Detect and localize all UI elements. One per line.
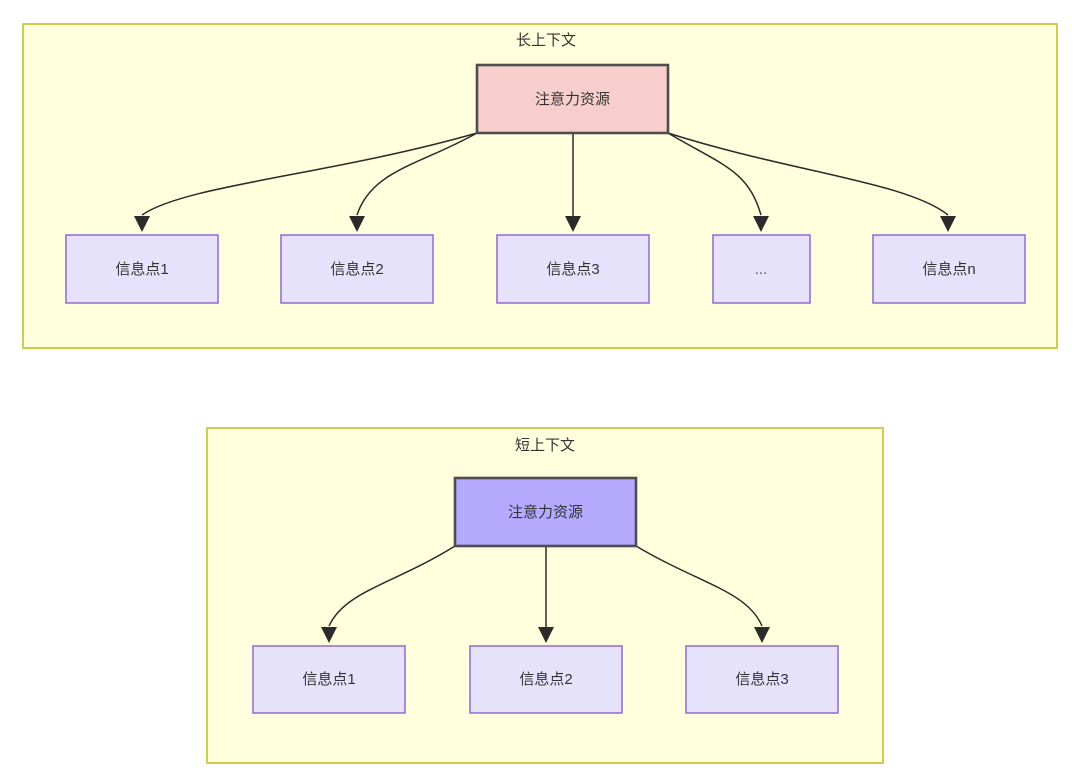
node-leaf-long-n-label: 信息点n xyxy=(922,261,975,278)
node-leaf-long-1-label: 信息点1 xyxy=(115,261,168,278)
node-leaf-long-n-rect[interactable] xyxy=(872,234,1026,304)
group-title-long-context: 长上下文 xyxy=(516,32,576,49)
node-leaf-short-1-rect[interactable] xyxy=(252,645,406,714)
arrowhead-short-leaf-3 xyxy=(754,627,770,643)
edge-short-root-to-leaf-3 xyxy=(635,545,763,627)
node-leaf-long-2-label: 信息点2 xyxy=(330,261,383,278)
node-root-short-context-label: 注意力资源 xyxy=(508,503,583,521)
node-leaf-short-2-rect[interactable] xyxy=(469,645,623,714)
node-leaf-long-3-rect[interactable] xyxy=(496,234,650,304)
node-leaf-long-ellipsis-rect[interactable] xyxy=(712,234,811,304)
node-leaf-short-3-label: 信息点3 xyxy=(735,671,788,688)
node-leaf-long-1[interactable]: 信息点1 xyxy=(65,234,219,304)
node-leaf-short-3-rect[interactable] xyxy=(685,645,839,714)
node-leaf-long-n[interactable]: 信息点n xyxy=(872,234,1026,304)
node-root-long-context[interactable]: 注意力资源 xyxy=(475,63,670,135)
node-leaf-long-3-label: 信息点3 xyxy=(546,261,599,278)
group-short-context: 短上下文 注意力资源 信息点1 信息点2 xyxy=(206,427,884,764)
edge-root-to-leaf-4 xyxy=(667,132,762,216)
arrowhead-short-leaf-2 xyxy=(538,627,554,643)
node-leaf-short-3[interactable]: 信息点3 xyxy=(685,645,839,714)
arrowhead-leaf-5 xyxy=(940,216,956,232)
node-leaf-long-2[interactable]: 信息点2 xyxy=(280,234,434,304)
group-title-short-context: 短上下文 xyxy=(515,437,575,454)
edge-short-root-to-leaf-1 xyxy=(328,545,456,627)
edge-root-to-leaf-5 xyxy=(667,132,949,216)
arrowhead-leaf-2 xyxy=(349,216,365,232)
node-leaf-long-ellipsis-label: ... xyxy=(755,261,768,278)
node-leaf-long-3[interactable]: 信息点3 xyxy=(496,234,650,304)
node-leaf-long-2-rect[interactable] xyxy=(280,234,434,304)
node-leaf-long-ellipsis[interactable]: ... xyxy=(712,234,811,304)
node-leaf-short-2[interactable]: 信息点2 xyxy=(469,645,623,714)
arrowhead-short-leaf-1 xyxy=(321,627,337,643)
edges-short-context xyxy=(321,545,770,643)
node-leaf-long-1-rect[interactable] xyxy=(65,234,219,304)
group-long-context: 长上下文 注意力资源 信息点1 xyxy=(22,23,1058,349)
node-root-long-context-label: 注意力资源 xyxy=(535,90,610,108)
node-leaf-short-1-label: 信息点1 xyxy=(302,671,355,688)
arrowhead-leaf-3 xyxy=(565,216,581,232)
arrowhead-leaf-4 xyxy=(753,216,769,232)
node-leaf-short-2-label: 信息点2 xyxy=(519,671,572,688)
arrowhead-leaf-1 xyxy=(134,216,150,232)
edge-root-to-leaf-2 xyxy=(356,132,478,216)
edges-long-context xyxy=(134,132,956,232)
node-leaf-short-1[interactable]: 信息点1 xyxy=(252,645,406,714)
node-root-short-context[interactable]: 注意力资源 xyxy=(453,476,638,548)
node-root-long-context-rect[interactable] xyxy=(475,63,670,135)
node-root-short-context-rect[interactable] xyxy=(453,476,638,548)
edge-root-to-leaf-1 xyxy=(141,132,478,216)
